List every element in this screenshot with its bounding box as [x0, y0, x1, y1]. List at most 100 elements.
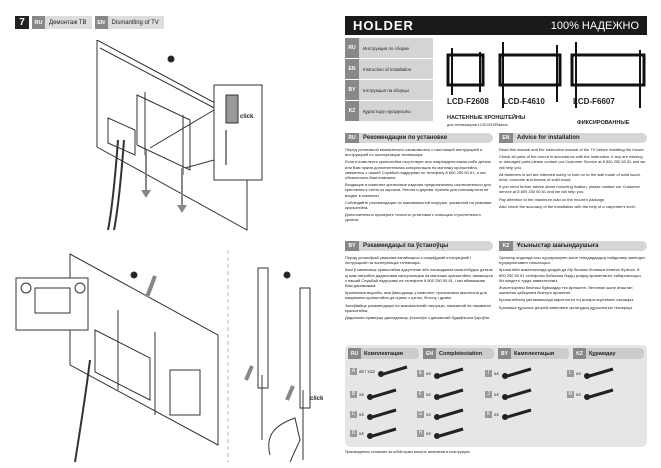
- part-letter: L: [567, 369, 574, 377]
- step-marker-a: [130, 271, 138, 279]
- list-item: Also check the accuracy of the installat…: [499, 203, 636, 209]
- lang-code: KZ: [573, 348, 586, 359]
- advice-kz: KZ Ұсыныстар шағындаушыға Орнатар алдында…: [499, 241, 647, 312]
- lang-code: RU: [348, 348, 361, 359]
- screw-icon: [501, 367, 532, 379]
- part-qty: x8 / x12: [359, 368, 375, 374]
- arrow-up: [244, 365, 254, 381]
- section-title: Ұсыныстар шағындаушыға: [517, 243, 599, 249]
- screw-icon: [433, 367, 464, 379]
- bracket-f4610: [498, 53, 562, 87]
- screw-icon: [433, 427, 464, 439]
- screw-icon: [583, 367, 614, 379]
- part-qty: x4: [426, 391, 431, 397]
- list-item: Қосымша құрылыс деңгейі көмегімен орнату…: [499, 304, 634, 310]
- screw-icon: [366, 408, 397, 420]
- bracket-f2608: [446, 53, 485, 87]
- step-label-ru: RU Демонтаж ТВ: [32, 16, 92, 29]
- footnote: Производитель оставляет за собой право в…: [345, 450, 470, 454]
- click-label: click: [310, 396, 324, 402]
- list-item: Соблюдайте рекомендации по максимальной …: [345, 199, 492, 211]
- list-item: Перед установкой внимательно ознакомьтес…: [345, 147, 483, 158]
- part-qty: x4: [359, 430, 364, 436]
- list-item: Жиынтықтағы бекіткіш бұйымдар тек кірпіш…: [499, 285, 633, 296]
- tv-panel-recess: [169, 369, 201, 416]
- list-item: Кронштейн жиынтығында қандай да бір бөлш…: [499, 267, 642, 283]
- part-qty: x4: [576, 370, 581, 376]
- tv-back-panel: [96, 40, 248, 231]
- step-number: 7: [15, 16, 29, 29]
- holder-logo: HOLDER: [353, 18, 414, 33]
- lang-code: EN: [423, 348, 436, 359]
- list-item: Перад устаноўкай уважліва азнаёмцеся з с…: [345, 255, 471, 266]
- list-item: Read this manual and the instruction man…: [499, 147, 645, 152]
- part-letter: K: [485, 410, 492, 418]
- list-item: All fasteners in set are intended solely…: [499, 171, 641, 183]
- product-type: ФИКСИРОВАННЫЕ: [577, 120, 630, 126]
- bracket-f6607: [570, 53, 646, 87]
- part-letter: E: [417, 369, 424, 377]
- list-item: Орнатар алдында осы нұсқаулықпен және те…: [499, 255, 646, 266]
- part-qty: x4: [359, 411, 364, 417]
- part-qty: x4: [426, 430, 431, 436]
- part-letter: G: [417, 410, 424, 418]
- inset-two-people: [15, 277, 89, 331]
- click-label: click: [240, 114, 254, 120]
- part-letter: D: [350, 429, 357, 437]
- rail-left: [257, 267, 269, 389]
- step-marker-b: [283, 271, 291, 279]
- part-letter: M: [567, 390, 574, 398]
- part-qty: x4: [426, 370, 431, 376]
- part-qty: x4: [494, 370, 499, 376]
- model-name: LCD-F2608: [447, 97, 489, 106]
- part-letter: J: [485, 390, 492, 398]
- cable: [107, 139, 119, 231]
- step-title-en: Dismantling of TV: [111, 19, 159, 26]
- list-item: Check all parts of the mount in accordan…: [499, 154, 646, 170]
- list-item: If you need further advice about mountin…: [499, 184, 640, 195]
- lang-code: EN: [94, 16, 108, 29]
- lang-code: BY: [345, 80, 359, 100]
- step-title-ru: Демонтаж ТВ: [49, 19, 87, 26]
- part-qty: x4: [494, 411, 499, 417]
- list-item: Калі ў камплекце кранштэйна адсутнічае а…: [345, 267, 493, 289]
- part-letter: C: [350, 410, 357, 418]
- screw-icon: [366, 427, 397, 439]
- part-letter: A: [350, 367, 357, 375]
- arrow-up: [285, 385, 295, 401]
- list-item: Захоўвайце рэкамендацыі па максімальнай …: [345, 302, 491, 313]
- part-qty: x4: [576, 391, 581, 397]
- lang-code: KZ: [499, 241, 513, 251]
- screw-icon: [433, 388, 464, 400]
- product-images: [446, 42, 646, 108]
- model-name: LCD-F6607: [573, 97, 615, 106]
- cable: [74, 359, 91, 463]
- lang-code: RU: [32, 16, 45, 29]
- lang-code: RU: [345, 38, 359, 58]
- section-header: KZ Ұсыныстар шағындаушыға: [499, 241, 647, 251]
- screw-icon: [583, 388, 614, 400]
- kit-title: Камплектацыя: [514, 350, 555, 357]
- model-name: LCD-F4610: [503, 97, 545, 106]
